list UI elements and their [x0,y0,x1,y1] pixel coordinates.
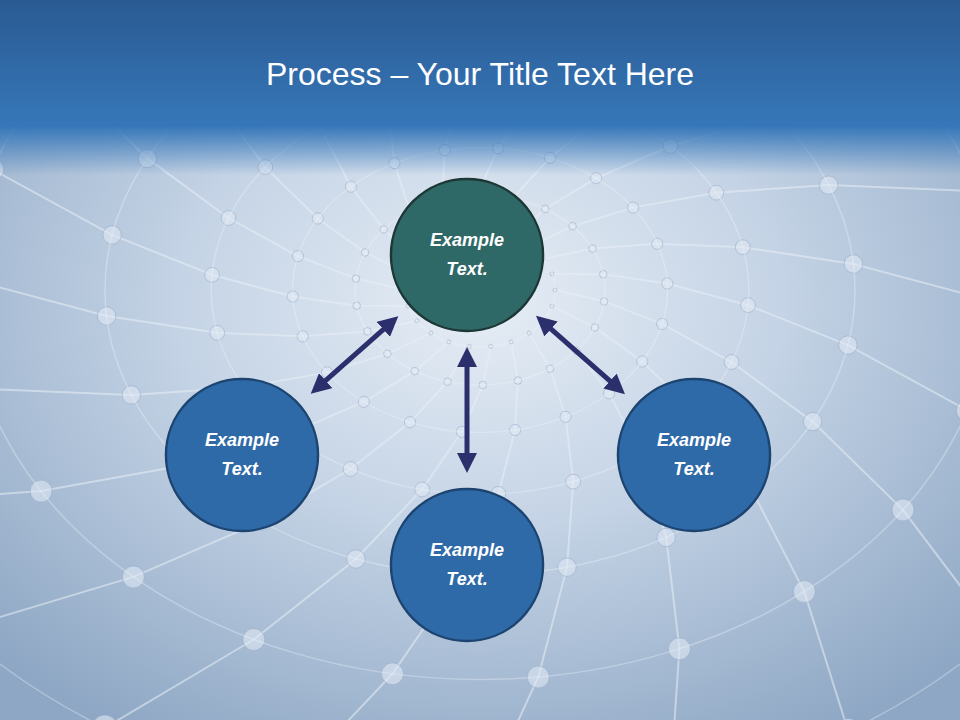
slide-title: Process – Your Title Text Here [20,52,940,96]
text-group: Example Text. [411,226,523,284]
node-text: Example Text. [411,226,523,284]
circle-fill [166,379,318,531]
node-text: Example Text. [186,426,298,484]
circle-outline [164,377,320,533]
header-bar [0,0,960,175]
process-circle: Example Text. [616,377,772,533]
mesh-sphere [92,715,118,720]
double-arrow [544,322,618,387]
text-group: Example Text. [638,426,750,484]
node-text: Example Text. [638,426,750,484]
process-circle: Example Text. [164,377,320,533]
circle-outline [616,377,772,533]
circle-outline [389,487,545,643]
mesh-ring [293,148,668,433]
circle-fill [391,179,543,331]
double-arrow [465,357,470,463]
mesh-sphere [835,718,861,720]
mesh-ring [0,0,960,680]
process-circle: Example Text. [389,487,545,643]
circle-fill [391,489,543,641]
node-text: Example Text. [411,536,523,594]
mesh-sphere [956,400,960,422]
mesh-line [543,244,960,368]
text-group: Example Text. [411,536,523,594]
mesh-line [529,185,960,247]
mesh-line [0,213,417,337]
circle-fill [618,379,770,531]
double-arrow [318,323,391,387]
text-group: Example Text. [186,426,298,484]
process-circle: Example Text. [389,177,545,333]
circle-outline [389,177,545,333]
